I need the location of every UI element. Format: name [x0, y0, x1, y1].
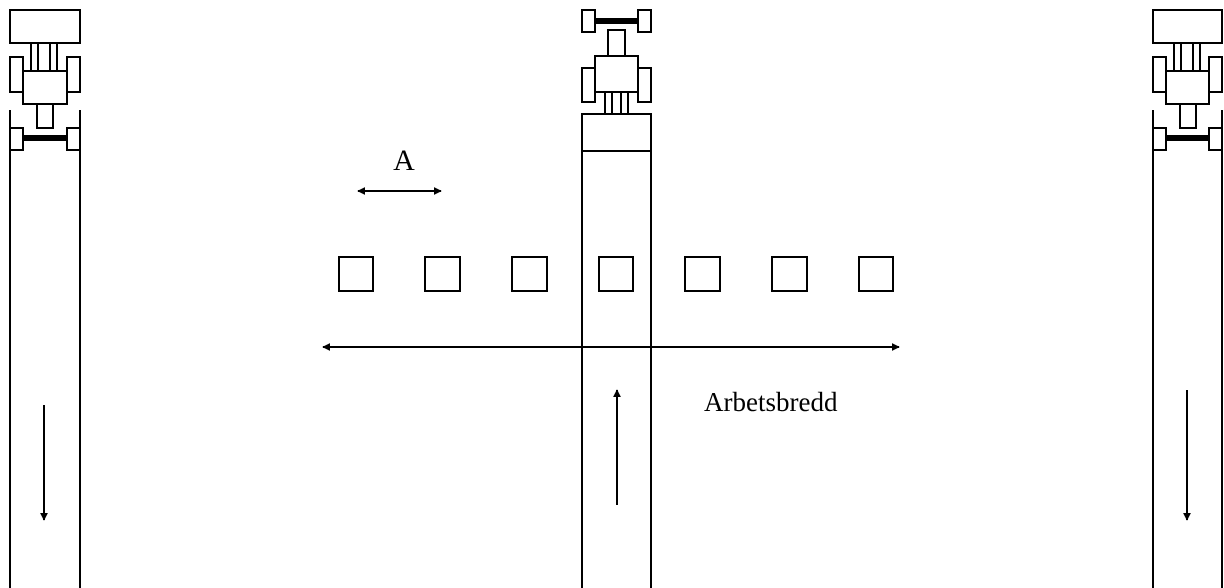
center-front-wheel-2: [637, 9, 652, 33]
right-front-axle: [1166, 135, 1209, 141]
right-rear-wheel-2: [1208, 56, 1223, 93]
left-hitch-bar: [30, 42, 39, 72]
left-tractor: [9, 9, 81, 588]
center-hitch-bar: [604, 91, 613, 115]
plant-square: [511, 256, 548, 292]
right-front-wheel-2: [1208, 127, 1223, 151]
spacing-label: A: [393, 144, 415, 177]
center-front-axle: [595, 18, 638, 24]
left-tractor-hood: [36, 103, 54, 129]
right-hitch-bar: [1173, 42, 1182, 72]
working-width-label: Arbetsbredd: [704, 387, 838, 417]
left-rear-wheel-2: [66, 56, 81, 93]
center-front-wheel: [581, 9, 596, 33]
left-front-wheel-2: [66, 127, 81, 151]
left-front-axle: [23, 135, 67, 141]
right-front-wheel: [1152, 127, 1167, 151]
plant-row: [338, 256, 894, 292]
plant-square: [598, 256, 634, 292]
left-front-wheel: [9, 127, 24, 151]
plant-square: [771, 256, 808, 292]
center-tractor-hood: [607, 29, 626, 57]
plant-square: [338, 256, 374, 292]
left-tractor-body: [22, 70, 68, 105]
center-implement-box: [581, 113, 652, 152]
center-rear-wheel: [581, 67, 596, 103]
plant-square: [684, 256, 721, 292]
center-tractor: [581, 9, 652, 588]
center-tractor-body: [594, 55, 639, 93]
right-implement-box: [1152, 9, 1223, 44]
right-tractor-body: [1165, 70, 1210, 105]
plant-square: [858, 256, 894, 292]
center-rear-wheel-2: [637, 67, 652, 103]
left-rear-wheel: [9, 56, 24, 93]
center-hitch-bar-2: [620, 91, 629, 115]
plant-square: [424, 256, 461, 292]
right-hitch-bar-2: [1192, 42, 1201, 72]
left-implement-box: [9, 9, 81, 44]
right-tractor-hood: [1179, 103, 1197, 129]
right-tractor: [1152, 9, 1223, 588]
left-hitch-bar-2: [49, 42, 58, 72]
right-rear-wheel: [1152, 56, 1167, 93]
